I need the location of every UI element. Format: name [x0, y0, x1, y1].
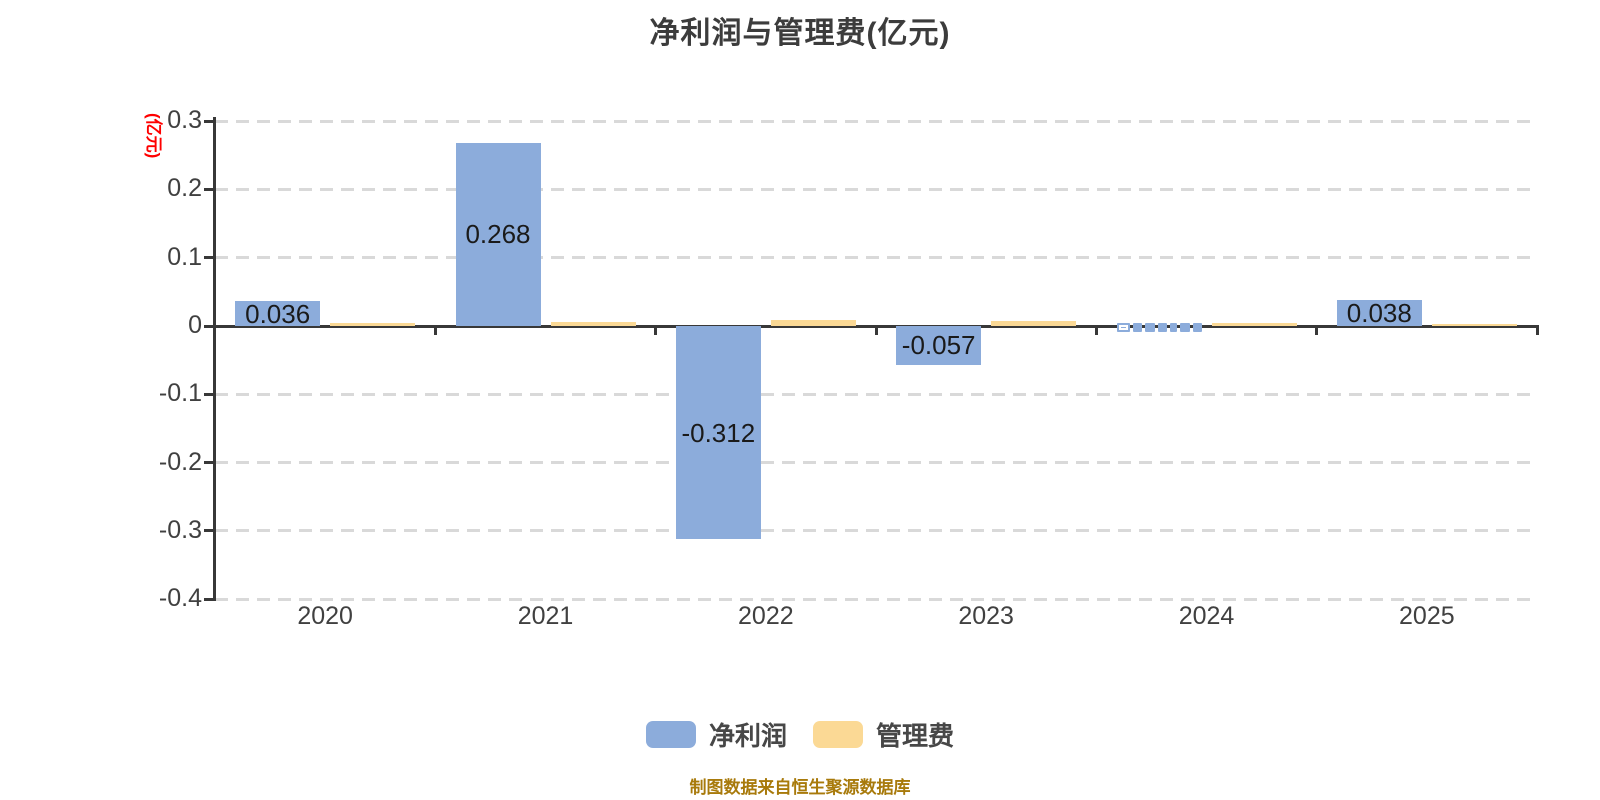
chart-title: 净利润与管理费(亿元) — [649, 17, 951, 50]
y-axis-line — [213, 117, 216, 602]
y-axis-tick — [204, 461, 213, 465]
y-axis-tick — [204, 392, 213, 396]
bar-net-profit-2020 — [235, 301, 321, 326]
bar-net-profit-2023 — [896, 326, 982, 365]
garbled-glyph — [1170, 323, 1177, 332]
x-tick-label-2023: 2023 — [958, 602, 1014, 630]
y-tick-label: 0 — [188, 311, 202, 339]
x-tick-label-2024: 2024 — [1178, 602, 1235, 630]
y-tick-label: 0.3 — [167, 106, 202, 135]
garbled-glyph — [1116, 323, 1130, 332]
garbled-glyph — [1158, 323, 1168, 332]
garbled-glyph — [1193, 323, 1202, 332]
y-tick-label: -0.1 — [158, 379, 202, 408]
y-axis-tick — [204, 119, 213, 123]
y-axis-tick — [204, 187, 213, 191]
bar-management-fee-2021 — [550, 321, 636, 326]
legend-item-management-fee: 管理费 — [813, 716, 954, 753]
x-axis-tick — [654, 326, 658, 335]
bar-management-fee-2024 — [1211, 323, 1297, 326]
garbled-glyph — [1179, 323, 1191, 332]
x-tick-label-2022: 2022 — [738, 602, 794, 630]
gridline — [215, 529, 1537, 533]
x-tick-label-2021: 2021 — [517, 602, 574, 630]
x-axis-tick — [433, 326, 437, 335]
bar-net-profit-2023-label: -0.057 — [901, 330, 976, 361]
x-axis-tick — [1094, 326, 1098, 335]
y-axis-tick — [204, 529, 213, 533]
legend-label-net-profit: 净利润 — [708, 721, 787, 751]
y-tick-label: -0.3 — [158, 515, 202, 544]
y-tick-label: -0.2 — [158, 447, 202, 476]
y-tick-label: 0.1 — [167, 242, 202, 271]
bar-net-profit-2022-label: -0.312 — [681, 417, 756, 448]
bar-net-profit-2024-garbled-label — [1116, 323, 1202, 332]
net-profit-swatch-icon — [645, 721, 696, 748]
x-axis-tick — [874, 326, 878, 335]
management-fee-swatch-icon — [813, 721, 863, 748]
gridline — [215, 187, 1537, 191]
gridline — [215, 256, 1537, 260]
x-tick-label-2020: 2020 — [297, 602, 353, 630]
y-tick-label: 0.2 — [167, 174, 202, 203]
gridline — [215, 119, 1537, 123]
data-source-note: 制图数据来自恒生聚源数据库 — [689, 778, 911, 797]
bar-net-profit-2020-label: 0.036 — [245, 298, 311, 329]
y-tick-label: -0.4 — [158, 584, 202, 613]
bar-management-fee-2023 — [991, 321, 1077, 326]
bar-management-fee-2022 — [770, 319, 856, 326]
garbled-glyph — [1144, 323, 1156, 332]
x-tick-label-2025: 2025 — [1399, 602, 1455, 630]
bar-net-profit-2021-label: 0.268 — [465, 219, 531, 250]
legend-label-management-fee: 管理费 — [876, 721, 955, 751]
bar-net-profit-2021 — [455, 142, 541, 326]
legend-item-net-profit: 净利润 — [645, 716, 787, 753]
legend: 净利润 管理费 — [0, 716, 1600, 753]
garbled-glyph — [1132, 323, 1142, 332]
y-axis-tick — [204, 597, 213, 601]
bar-net-profit-2022 — [675, 326, 761, 540]
gridline — [215, 597, 1537, 601]
bar-management-fee-2020 — [330, 323, 416, 326]
bar-management-fee-2025 — [1431, 323, 1517, 326]
x-axis-tick — [1315, 326, 1319, 335]
y-axis-tick — [204, 324, 213, 328]
gridline — [215, 392, 1537, 396]
bar-net-profit-2025-label: 0.038 — [1346, 298, 1412, 329]
gridline — [215, 461, 1537, 465]
y-axis-tick — [204, 256, 213, 260]
x-axis-tick — [1535, 326, 1539, 335]
bar-net-profit-2025 — [1336, 300, 1422, 326]
